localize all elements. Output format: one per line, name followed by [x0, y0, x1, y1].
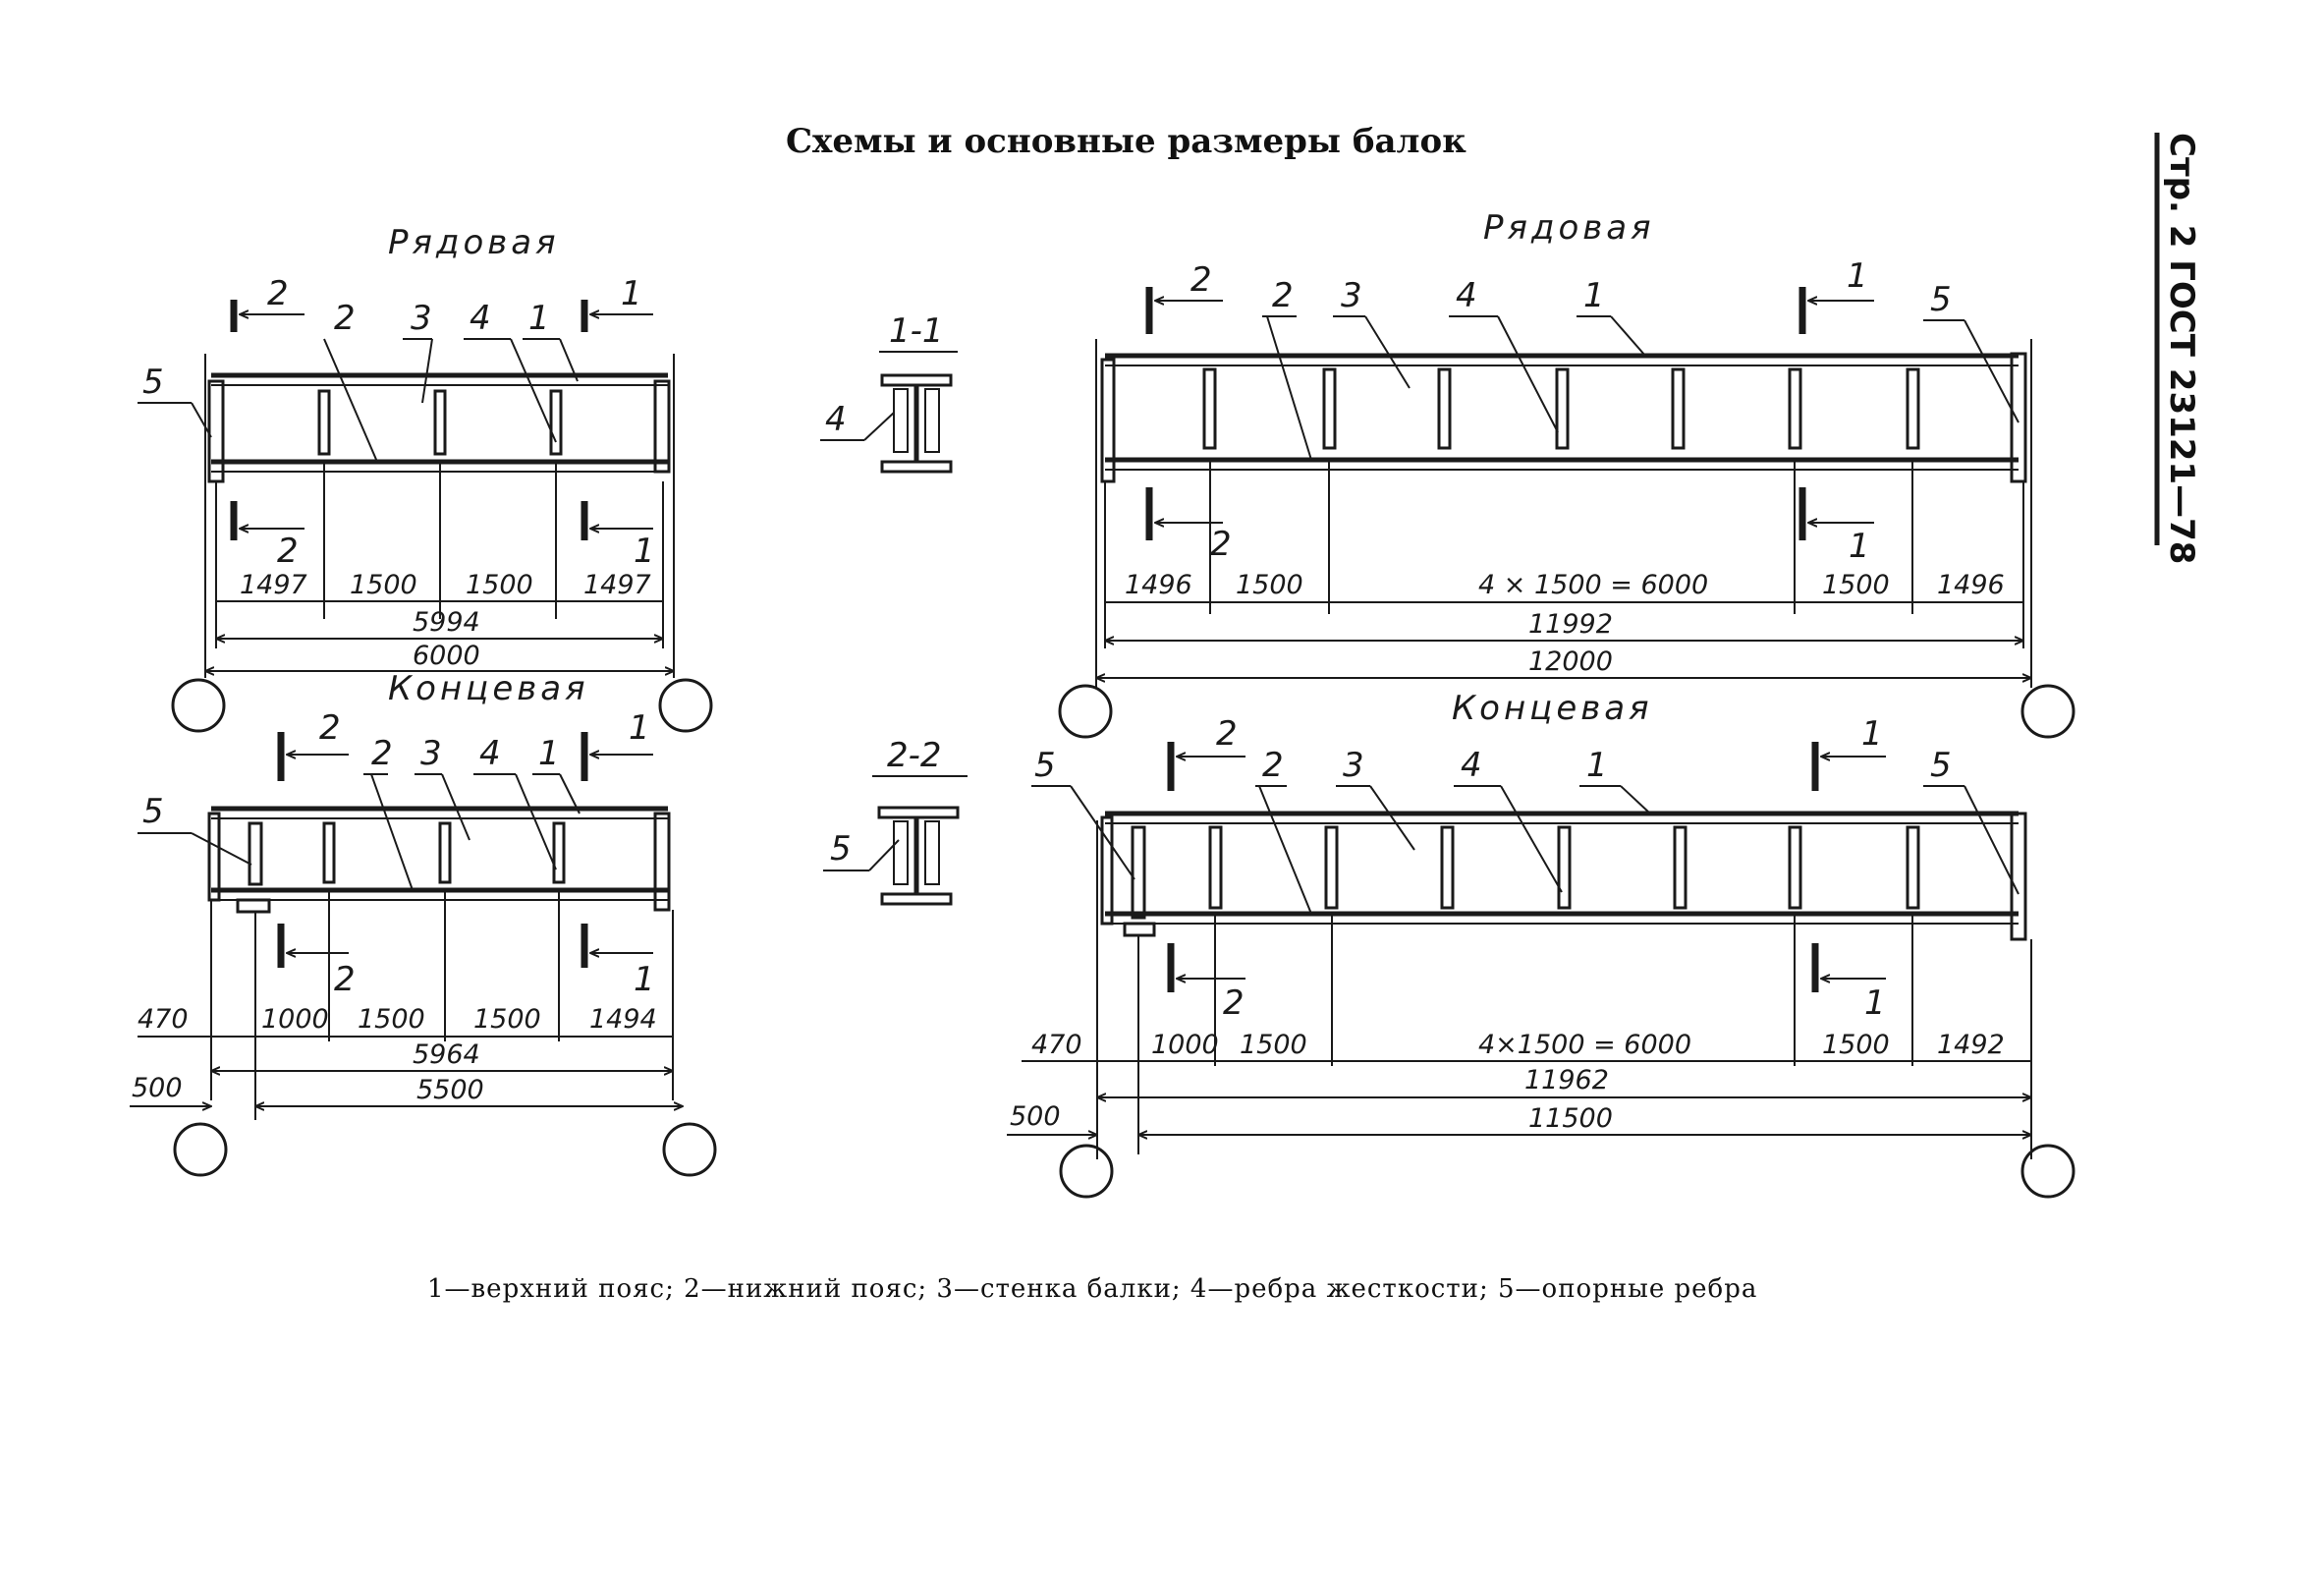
dim-value: 1496 — [1125, 570, 1192, 600]
dim-value: 1496 — [1937, 570, 2005, 600]
section-mark: 2 — [1223, 983, 1245, 1023]
callout-label: 5 — [1034, 746, 1056, 785]
beam-caption: Концевая — [1452, 689, 1653, 728]
dim-value: 470 — [138, 1004, 189, 1035]
beam-caption: Рядовая — [1483, 208, 1655, 248]
callout-label: 2 — [334, 299, 356, 338]
callout-label: 3 — [411, 299, 432, 338]
section-mark: 1 — [634, 532, 655, 571]
dim-value: 1497 — [583, 570, 651, 600]
dim-value: 1494 — [589, 1004, 657, 1035]
dim-value: 4×1500 = 6000 — [1478, 1030, 1691, 1060]
callout-label: 2 — [1262, 746, 1284, 785]
callout-label: 1 — [538, 734, 560, 773]
dim-value: 500 — [1010, 1101, 1061, 1132]
beam-caption: Концевая — [388, 669, 589, 708]
callout-label: 1 — [1586, 746, 1608, 785]
callout-label: 3 — [420, 734, 442, 773]
callout-label: 5 — [830, 829, 852, 869]
dim-value: 1500 — [473, 1004, 541, 1035]
section-mark: 2 — [1210, 525, 1232, 564]
dim-value: 5964 — [413, 1039, 480, 1070]
dim-value: 470 — [1031, 1030, 1082, 1060]
dim-value: 1497 — [240, 570, 307, 600]
callout-label: 3 — [1341, 276, 1362, 315]
legend: 1—верхний пояс; 2—нижний пояс; 3—стенка … — [427, 1274, 1757, 1304]
callout-label: 5 — [1930, 280, 1952, 319]
section-label: 1-1 — [889, 311, 944, 351]
dim-value: 11962 — [1524, 1065, 1609, 1095]
beam-row-6000: Рядовая 2 1 2 1 2 — [138, 223, 713, 733]
section-mark: 1 — [1847, 256, 1868, 296]
dim-value: 11500 — [1528, 1103, 1613, 1134]
dim-value: 1500 — [350, 570, 417, 600]
dim-value: 1500 — [1236, 570, 1303, 600]
section-mark: 1 — [1864, 983, 1886, 1023]
dim-value: 11992 — [1528, 609, 1613, 640]
dim-value: 1500 — [1822, 570, 1890, 600]
callout-label: 5 — [142, 792, 164, 831]
dim-value: 5500 — [416, 1075, 484, 1105]
support-circle — [173, 1122, 228, 1177]
support-circle — [2020, 684, 2075, 739]
section-mark: 1 — [621, 274, 642, 313]
stiffeners — [248, 821, 566, 886]
callout-label: 5 — [1930, 746, 1952, 785]
dim-value: 1000 — [261, 1004, 329, 1035]
callout-label: 3 — [1343, 746, 1364, 785]
support-circle — [662, 1122, 717, 1177]
support-circle — [2020, 1144, 2075, 1199]
section-mark: 2 — [1190, 260, 1212, 300]
callout-label: 4 — [1456, 276, 1477, 315]
section-mark: 1 — [1861, 714, 1883, 754]
callout-label: 4 — [1461, 746, 1482, 785]
beam-caption: Рядовая — [388, 223, 560, 262]
section-mark: 2 — [334, 960, 356, 999]
beam-end-11500: Концевая 2 1 — [1007, 689, 2075, 1199]
callout-label: 1 — [528, 299, 550, 338]
beam-end-5500: Концевая 2 1 2 1 — [130, 669, 717, 1177]
dim-value: 12000 — [1528, 646, 1613, 677]
support-circle — [658, 678, 713, 733]
callout-label: 4 — [470, 299, 491, 338]
stiffeners — [1202, 367, 1920, 450]
callout-label: 5 — [142, 363, 164, 402]
section-mark: 2 — [1216, 714, 1238, 754]
callout-label: 2 — [371, 734, 393, 773]
support-circle — [171, 678, 226, 733]
page-title: Схемы и основные размеры балок — [786, 122, 1466, 161]
dim-value: 1500 — [1822, 1030, 1890, 1060]
section-mark: 2 — [277, 532, 299, 571]
support-circle — [1058, 684, 1113, 739]
callout-label: 2 — [1272, 276, 1294, 315]
section-mark: 1 — [1849, 527, 1870, 566]
dim-value: 1500 — [1240, 1030, 1307, 1060]
stiffeners — [317, 389, 563, 456]
callout-label: 4 — [479, 734, 501, 773]
beam-row-12000: Рядовая 2 1 2 — [1058, 208, 2075, 739]
callout-label: 1 — [1583, 276, 1605, 315]
dim-value: 1500 — [358, 1004, 425, 1035]
dim-value: 5994 — [413, 607, 480, 638]
dim-value: 1500 — [466, 570, 533, 600]
dim-value: 1000 — [1151, 1030, 1219, 1060]
stiffeners — [1131, 825, 1920, 920]
cross-section-1-1: 1-1 4 — [820, 311, 958, 474]
side-header: Стр. 2 ГОСТ 23121—78 — [2162, 133, 2201, 564]
dim-value: 6000 — [413, 641, 480, 671]
dim-value: 500 — [132, 1073, 183, 1103]
section-mark: 2 — [319, 708, 341, 748]
section-mark: 1 — [634, 960, 655, 999]
section-label: 2-2 — [887, 736, 942, 775]
section-mark: 1 — [629, 708, 650, 748]
dim-value: 1492 — [1937, 1030, 2005, 1060]
support-circle — [1059, 1144, 1114, 1199]
section-mark: 2 — [267, 274, 289, 313]
dim-value: 4 × 1500 = 6000 — [1478, 570, 1708, 600]
callout-label: 4 — [825, 400, 847, 439]
cross-section-2-2: 2-2 5 — [823, 736, 968, 906]
